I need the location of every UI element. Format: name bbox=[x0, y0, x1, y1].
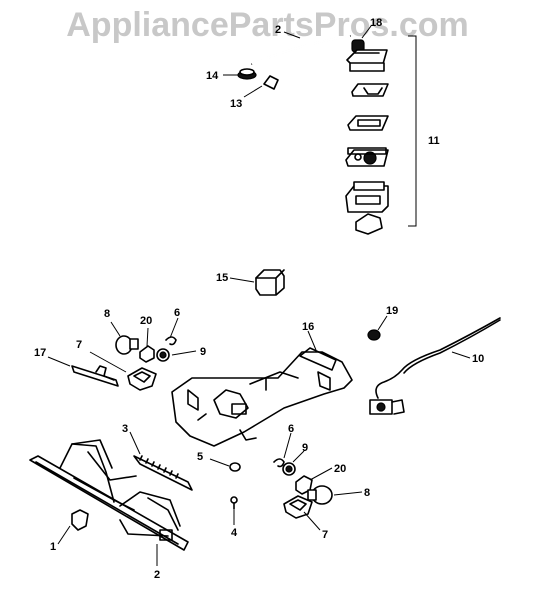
callout-6-upper: 6 bbox=[174, 307, 180, 319]
control-cube-part bbox=[255, 269, 285, 296]
callout-2-top: 2 bbox=[275, 24, 281, 36]
callout-19: 19 bbox=[386, 305, 398, 317]
callout-9-lower: 9 bbox=[302, 442, 308, 454]
housing-part bbox=[171, 347, 353, 447]
callout-20-lower: 20 bbox=[334, 463, 346, 475]
callout-7-lower: 7 bbox=[322, 529, 328, 541]
spring-upper bbox=[165, 336, 177, 346]
callout-2-bottom: 2 bbox=[154, 569, 160, 581]
knob-part bbox=[367, 329, 381, 341]
heater-strip-part bbox=[133, 455, 193, 491]
callout-3: 3 bbox=[122, 423, 128, 435]
bulb-base-upper bbox=[139, 345, 155, 363]
spring-lower bbox=[273, 458, 285, 468]
dispenser-stack bbox=[345, 49, 389, 235]
callout-18: 18 bbox=[370, 17, 382, 29]
frame-part bbox=[29, 439, 189, 551]
callout-14: 14 bbox=[206, 70, 219, 82]
callout-9-upper: 9 bbox=[200, 346, 206, 358]
clip-bottom-part bbox=[71, 509, 89, 531]
callout-20-upper: 20 bbox=[140, 315, 152, 327]
small-fastener-part bbox=[229, 462, 241, 472]
callout-1: 1 bbox=[50, 541, 56, 553]
callout-8-upper: 8 bbox=[104, 308, 110, 320]
screw-part bbox=[230, 496, 238, 510]
callout-8-lower: 8 bbox=[364, 487, 370, 499]
clip-part bbox=[263, 75, 279, 90]
callout-6-lower: 6 bbox=[288, 423, 294, 435]
callout-5: 5 bbox=[197, 451, 203, 463]
thermostat-part bbox=[369, 317, 501, 415]
callout-11: 11 bbox=[428, 135, 440, 147]
callout-7-upper: 7 bbox=[76, 339, 82, 351]
leader-lines bbox=[47, 25, 471, 566]
ring-lower bbox=[282, 462, 296, 476]
callout-17: 17 bbox=[34, 347, 46, 359]
bulb-upper bbox=[115, 335, 139, 355]
ring-upper bbox=[156, 348, 170, 362]
drain-tube-top bbox=[251, 34, 351, 66]
grommet-part bbox=[237, 68, 257, 80]
callout-4: 4 bbox=[231, 527, 238, 539]
callout-15: 15 bbox=[216, 272, 228, 284]
bulb-lower bbox=[307, 485, 333, 505]
connector-part bbox=[71, 365, 119, 387]
callouts: 2 18 14 13 11 15 8 20 6 9 7 17 16 19 10 … bbox=[34, 17, 484, 581]
callout-10: 10 bbox=[472, 353, 484, 365]
callout-13: 13 bbox=[230, 98, 242, 110]
lamp-socket-upper bbox=[127, 367, 157, 391]
watermark: AppliancePartsPros.com bbox=[66, 6, 469, 44]
callout-16: 16 bbox=[302, 321, 314, 333]
